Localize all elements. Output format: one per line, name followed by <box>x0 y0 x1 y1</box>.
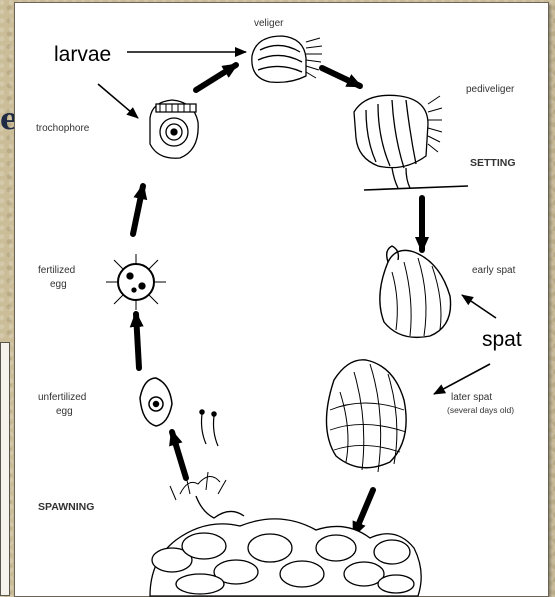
arrow-spawning-to-unfertilized <box>172 432 186 478</box>
early-spat-label: early spat <box>472 265 516 276</box>
trochophore-label: trochophore <box>36 123 90 134</box>
pediveliger-label: pediveliger <box>466 84 515 95</box>
spat-to-early-spat-arrow <box>462 295 496 318</box>
fertilized-egg-label-line1: fertilized <box>38 265 75 276</box>
fertilized-egg-drawing <box>106 254 166 310</box>
larvae-to-trochophore-arrow <box>98 84 138 118</box>
setting-label: SETTING <box>470 157 516 169</box>
early-spat-drawing <box>380 246 451 337</box>
unfertilized-egg-drawing <box>140 378 218 446</box>
unfertilized-egg-label-line2: egg <box>56 406 73 417</box>
callout-arrows <box>98 52 496 394</box>
oyster-colony-drawing <box>150 472 421 596</box>
later-spat-label-line2: (several days old) <box>447 405 514 415</box>
unfertilized-egg-label-line1: unfertilized <box>38 392 86 403</box>
spat-callout: spat <box>482 328 522 351</box>
spat-to-later-spat-arrow <box>434 364 490 394</box>
arrow-fertilized-to-trochophore <box>133 186 143 234</box>
trochophore-drawing <box>150 100 198 158</box>
arrow-unfertilized-to-fertilized <box>136 314 139 368</box>
arrow-veliger-to-pediveliger <box>322 68 360 86</box>
larvae-callout: larvae <box>54 43 111 66</box>
fertilized-egg-label-line2: egg <box>50 279 67 290</box>
veliger-label: veliger <box>254 18 284 29</box>
pediveliger-drawing <box>354 95 468 190</box>
arrow-trochophore-to-veliger <box>196 65 236 90</box>
later-spat-label-line1: later spat <box>451 392 492 403</box>
later-spat-drawing <box>326 360 406 472</box>
veliger-drawing <box>252 36 322 82</box>
spawning-label: SPAWNING <box>38 501 94 513</box>
arrow-later-spat-to-colony <box>354 490 373 535</box>
